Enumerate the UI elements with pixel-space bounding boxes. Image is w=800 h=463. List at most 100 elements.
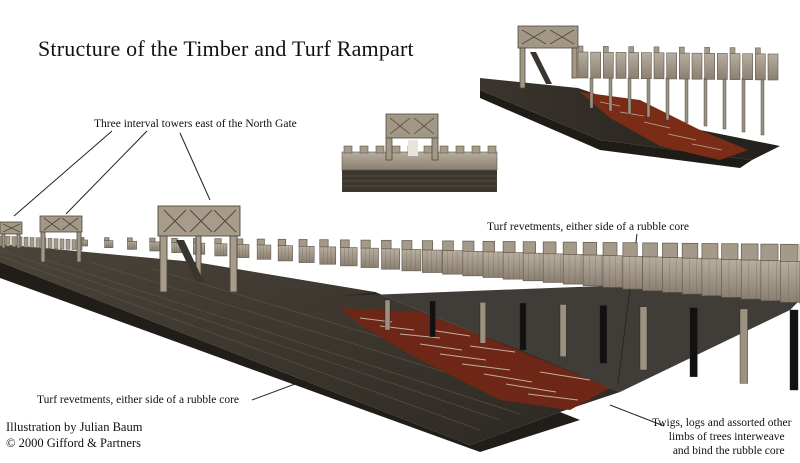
inset-merlon: [755, 47, 761, 55]
palisade-panel: [235, 244, 250, 258]
label-interval-towers: Three interval towers east of the North …: [94, 118, 297, 130]
palisade-merlon: [149, 237, 156, 243]
support-post: [789, 309, 799, 391]
palisade-merlon: [721, 243, 739, 260]
main-tower-2: [39, 215, 83, 263]
palisade-merlon: [542, 241, 557, 255]
support-post: [599, 305, 607, 364]
support-post: [519, 303, 527, 351]
leader-tower-1: [13, 130, 113, 217]
palisade-merlon: [256, 238, 265, 246]
inset-merlon: [704, 47, 710, 54]
palisade-merlon: [214, 238, 222, 245]
inset-merlon: [577, 45, 584, 53]
inset-support-post: [646, 77, 651, 118]
palisade-merlon: [662, 242, 679, 258]
inset-palisade-panel: [767, 53, 779, 81]
inset-palisade-panel: [742, 53, 753, 81]
section-palisade: [341, 145, 498, 171]
palisade-merlon: [701, 243, 719, 260]
palisade-merlon: [401, 240, 413, 250]
leader-tower-2: [65, 130, 148, 215]
palisade-merlon: [582, 241, 598, 256]
inset-merlon: [729, 47, 736, 54]
leader-tower-3: [179, 132, 211, 201]
palisade-merlon: [740, 243, 759, 261]
palisade-merlon: [642, 242, 658, 258]
inset-rampart: [480, 25, 780, 168]
palisade-panel: [277, 245, 293, 262]
section-merlon: [375, 145, 385, 154]
credit-copyright: © 2000 Gifford & Partners: [6, 436, 141, 450]
palisade-panel: [214, 243, 228, 257]
palisade-post: [23, 236, 29, 248]
inset-palisade-panel: [679, 52, 690, 80]
section-merlon: [471, 145, 481, 154]
section-merlon: [487, 145, 497, 154]
main-palisade: [0, 235, 800, 305]
label-twigs-line-3: and bind the rubble core: [672, 445, 785, 457]
palisade-post: [29, 237, 35, 248]
palisade-panel: [780, 261, 800, 303]
palisade-panel: [149, 241, 160, 252]
palisade-merlon: [562, 241, 577, 255]
main-tower-3: [157, 205, 241, 293]
label-twigs-line-2: limbs of trees interweave: [668, 431, 785, 443]
inset-palisade-panel: [590, 51, 601, 79]
palisade-panel: [340, 247, 358, 267]
palisade-panel: [381, 248, 401, 270]
main-turf-top: [0, 244, 620, 445]
inset-support-post: [684, 77, 689, 124]
palisade-merlon: [622, 242, 638, 257]
palisade-merlon: [381, 239, 392, 250]
inset-merlon: [653, 46, 660, 54]
section-turf-layers: [342, 175, 497, 187]
inset-support-post: [760, 77, 765, 136]
inset-palisade-panel: [729, 53, 741, 80]
support-post: [739, 308, 748, 384]
palisade-post: [59, 238, 65, 250]
inset-support-post: [665, 77, 670, 121]
palisade-merlon: [780, 243, 799, 262]
section-merlon: [343, 145, 353, 154]
support-post: [559, 304, 567, 357]
label-turf-revetments-left: Turf revetments, either side of a rubble…: [37, 394, 240, 406]
palisade-post: [65, 239, 71, 250]
palisade-panel: [360, 247, 379, 268]
palisade-panel: [442, 250, 464, 275]
label-twigs-line-1: Twigs, logs and assorted other: [652, 417, 792, 429]
inset-palisade-panel: [641, 52, 652, 79]
palisade-post: [71, 239, 77, 250]
inset-support-post: [741, 77, 746, 133]
palisade-post: [11, 236, 17, 247]
palisade-panel: [401, 249, 422, 272]
main-tower-1: [0, 221, 23, 249]
credits: Illustration by Julian Baum © 2000 Giffo…: [6, 419, 142, 451]
palisade-merlon: [760, 243, 779, 262]
palisade-panel: [104, 240, 114, 248]
palisade-merlon: [482, 240, 495, 253]
section-tower: [385, 113, 439, 161]
inset-palisade-panel: [615, 52, 627, 79]
main-turf-face: [0, 262, 580, 452]
support-post: [479, 302, 486, 344]
palisade-panel: [462, 251, 485, 277]
palisade-merlon: [681, 242, 699, 259]
palisade-post: [35, 237, 41, 249]
palisade-panel: [256, 244, 272, 260]
support-post: [429, 300, 436, 337]
palisade-merlon: [104, 237, 110, 241]
inset-palisade-panel: [717, 53, 728, 80]
palisade-merlon: [602, 242, 618, 257]
palisade-merlon: [522, 241, 536, 254]
section-merlon: [439, 145, 449, 154]
palisade-panel: [421, 249, 443, 273]
inset-support-post: [722, 77, 727, 130]
palisade-panel: [127, 240, 137, 250]
section-merlon: [391, 145, 401, 154]
main-support-posts: [384, 299, 799, 391]
palisade-panel: [502, 252, 527, 280]
inset-merlon: [628, 46, 634, 53]
